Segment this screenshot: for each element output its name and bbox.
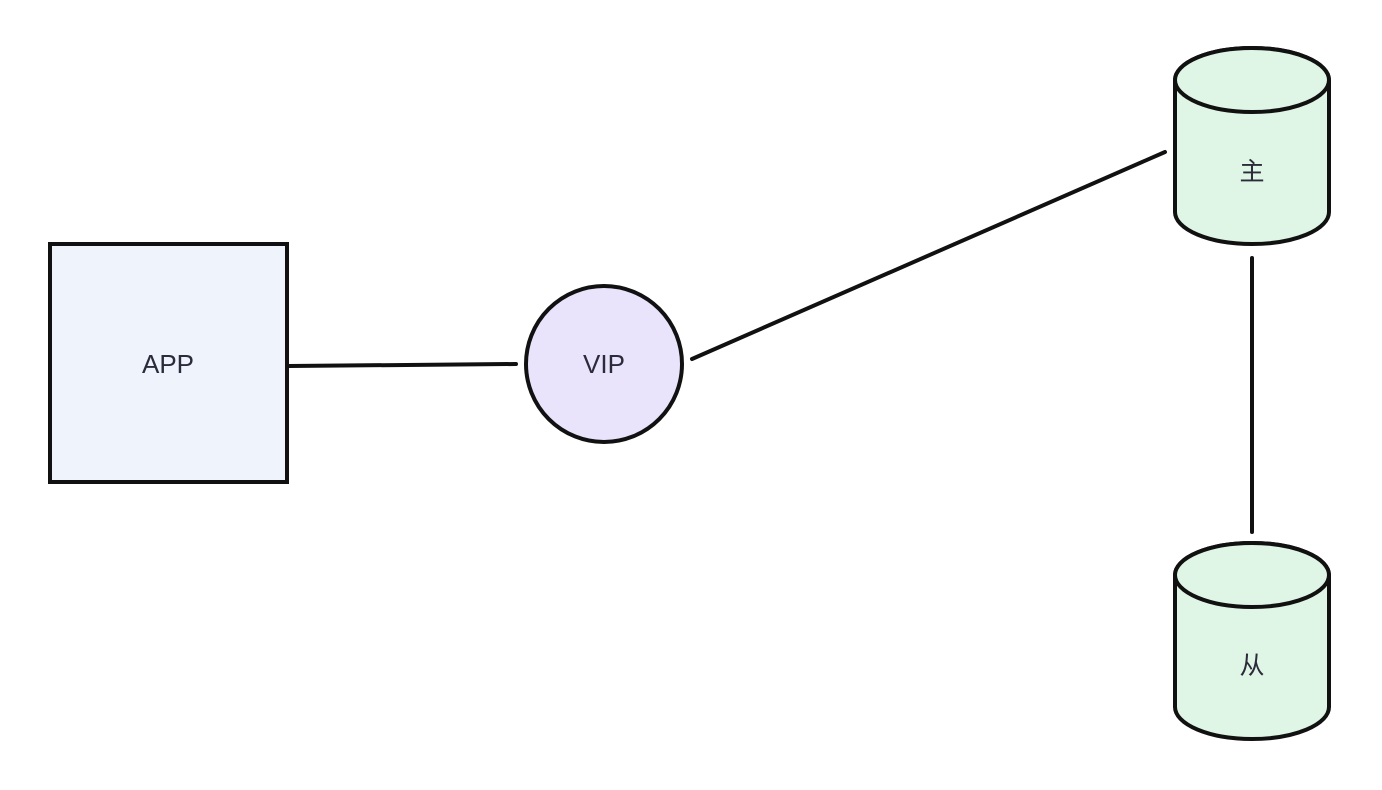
app-label: APP bbox=[142, 349, 194, 379]
vip-node[interactable]: VIP bbox=[524, 284, 684, 444]
vip-label: VIP bbox=[583, 349, 625, 379]
slave-db-top bbox=[1173, 541, 1331, 609]
master-db-node[interactable]: 主 bbox=[1173, 46, 1331, 246]
slave-db-label: 从 bbox=[1239, 651, 1264, 680]
vip-circle bbox=[524, 284, 684, 444]
app-node[interactable]: APP bbox=[48, 242, 289, 484]
app-box bbox=[48, 242, 289, 484]
edge-app-vip bbox=[287, 362, 518, 368]
master-db-top bbox=[1173, 46, 1331, 114]
slave-db-node[interactable]: 从 bbox=[1173, 541, 1331, 741]
master-db-label: 主 bbox=[1239, 157, 1264, 186]
edge-vip-master bbox=[690, 150, 1167, 361]
